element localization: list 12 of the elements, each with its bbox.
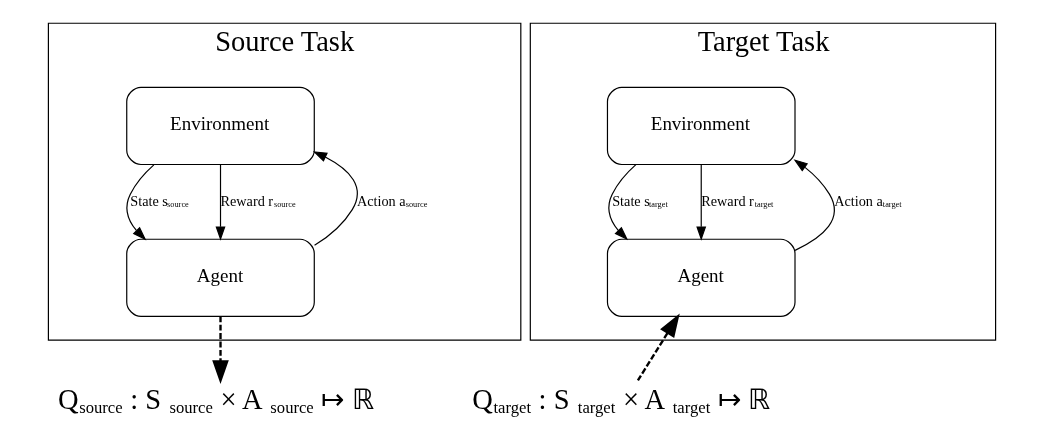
arrow [215, 163, 225, 241]
arrow [636, 313, 680, 381]
arrow [793, 158, 835, 251]
arrow [695, 163, 706, 241]
arrow [607, 163, 636, 240]
node-box: Environment [125, 86, 315, 165]
node-box: Agent [125, 238, 315, 317]
arrow [211, 316, 229, 384]
arrow [312, 150, 358, 246]
node-box: Agent [606, 238, 796, 317]
arrow [125, 163, 154, 240]
node-box: Environment [606, 86, 796, 165]
